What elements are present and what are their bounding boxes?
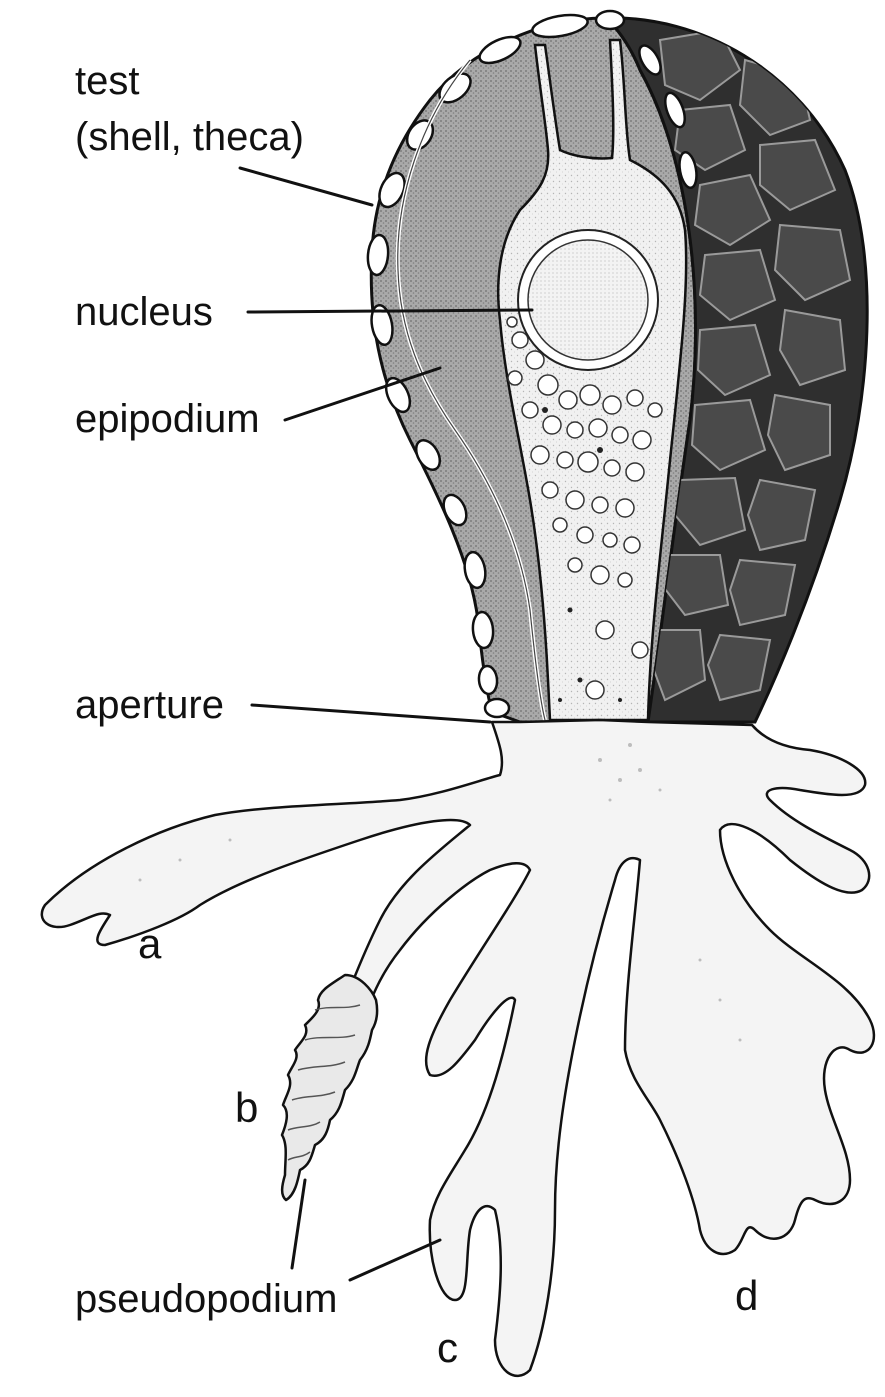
label-pseudopod-c: c — [437, 1324, 458, 1371]
label-test-line1: test — [75, 59, 139, 103]
label-epipodium: epipodium — [75, 397, 260, 441]
leader-pseudopodium-c — [350, 1240, 440, 1280]
label-test-line2: (shell, theca) — [75, 115, 304, 159]
leader-nucleus — [248, 310, 532, 312]
label-pseudopodium: pseudopodium — [75, 1277, 337, 1321]
label-nucleus: nucleus — [75, 290, 213, 334]
leader-test — [240, 168, 372, 205]
pseudopod-b — [282, 975, 377, 1200]
label-aperture: aperture — [75, 683, 224, 727]
nucleus — [518, 230, 658, 370]
label-pseudopod-b: b — [235, 1084, 258, 1131]
label-pseudopod-a: a — [138, 920, 162, 967]
label-test: test (shell, theca) — [75, 59, 304, 159]
leader-aperture — [252, 705, 490, 722]
label-pseudopod-d: d — [735, 1272, 758, 1319]
